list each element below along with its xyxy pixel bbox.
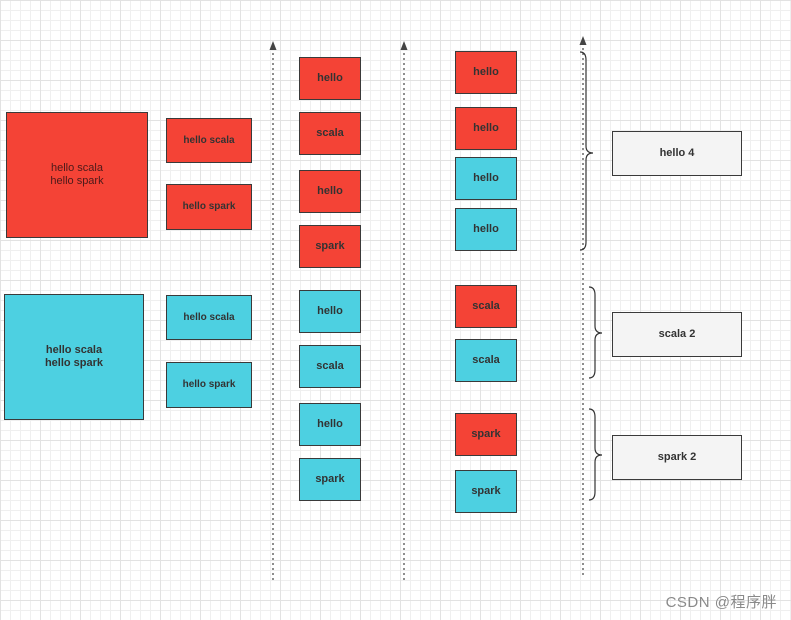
brace-hello — [579, 51, 594, 251]
shuffle-word-7: spark — [455, 413, 517, 456]
map-word-2: scala — [299, 112, 361, 155]
split-line-1: hello scala — [166, 118, 252, 163]
result-scala: scala 2 — [612, 312, 742, 357]
watermark: CSDN @程序胖 — [665, 594, 777, 611]
map-word-1: hello — [299, 57, 361, 100]
shuffle-word-2: hello — [455, 107, 517, 150]
result-hello: hello 4 — [612, 131, 742, 176]
map-word-6: scala — [299, 345, 361, 388]
input-block-2-line2: hello spark — [44, 357, 104, 369]
input-block-1-line2: hello spark — [50, 175, 104, 187]
map-word-5: hello — [299, 290, 361, 333]
map-word-8: spark — [299, 458, 361, 501]
split-line-2: hello spark — [166, 184, 252, 230]
brace-spark — [588, 408, 603, 501]
shuffle-word-6: scala — [455, 339, 517, 382]
input-block-2: hello scala hello spark — [4, 294, 144, 420]
shuffle-word-5: scala — [455, 285, 517, 328]
result-spark: spark 2 — [612, 435, 742, 480]
input-block-1-line1: hello scala — [51, 161, 103, 174]
stage-divider-1-arrowhead — [269, 41, 277, 50]
map-word-7: hello — [299, 403, 361, 446]
map-word-4: spark — [299, 225, 361, 268]
map-word-3: hello — [299, 170, 361, 213]
split-line-4: hello spark — [166, 362, 252, 408]
input-block-2-line1: hello scala — [45, 343, 103, 356]
input-block-1: hello scala hello spark — [6, 112, 148, 238]
stage-divider-3-arrowhead — [579, 36, 587, 45]
stage-divider-2-arrowhead — [400, 41, 408, 50]
split-line-3: hello scala — [166, 295, 252, 340]
shuffle-word-4: hello — [455, 208, 517, 251]
shuffle-word-1: hello — [455, 51, 517, 94]
brace-scala — [588, 286, 603, 379]
shuffle-word-3: hello — [455, 157, 517, 200]
shuffle-word-8: spark — [455, 470, 517, 513]
